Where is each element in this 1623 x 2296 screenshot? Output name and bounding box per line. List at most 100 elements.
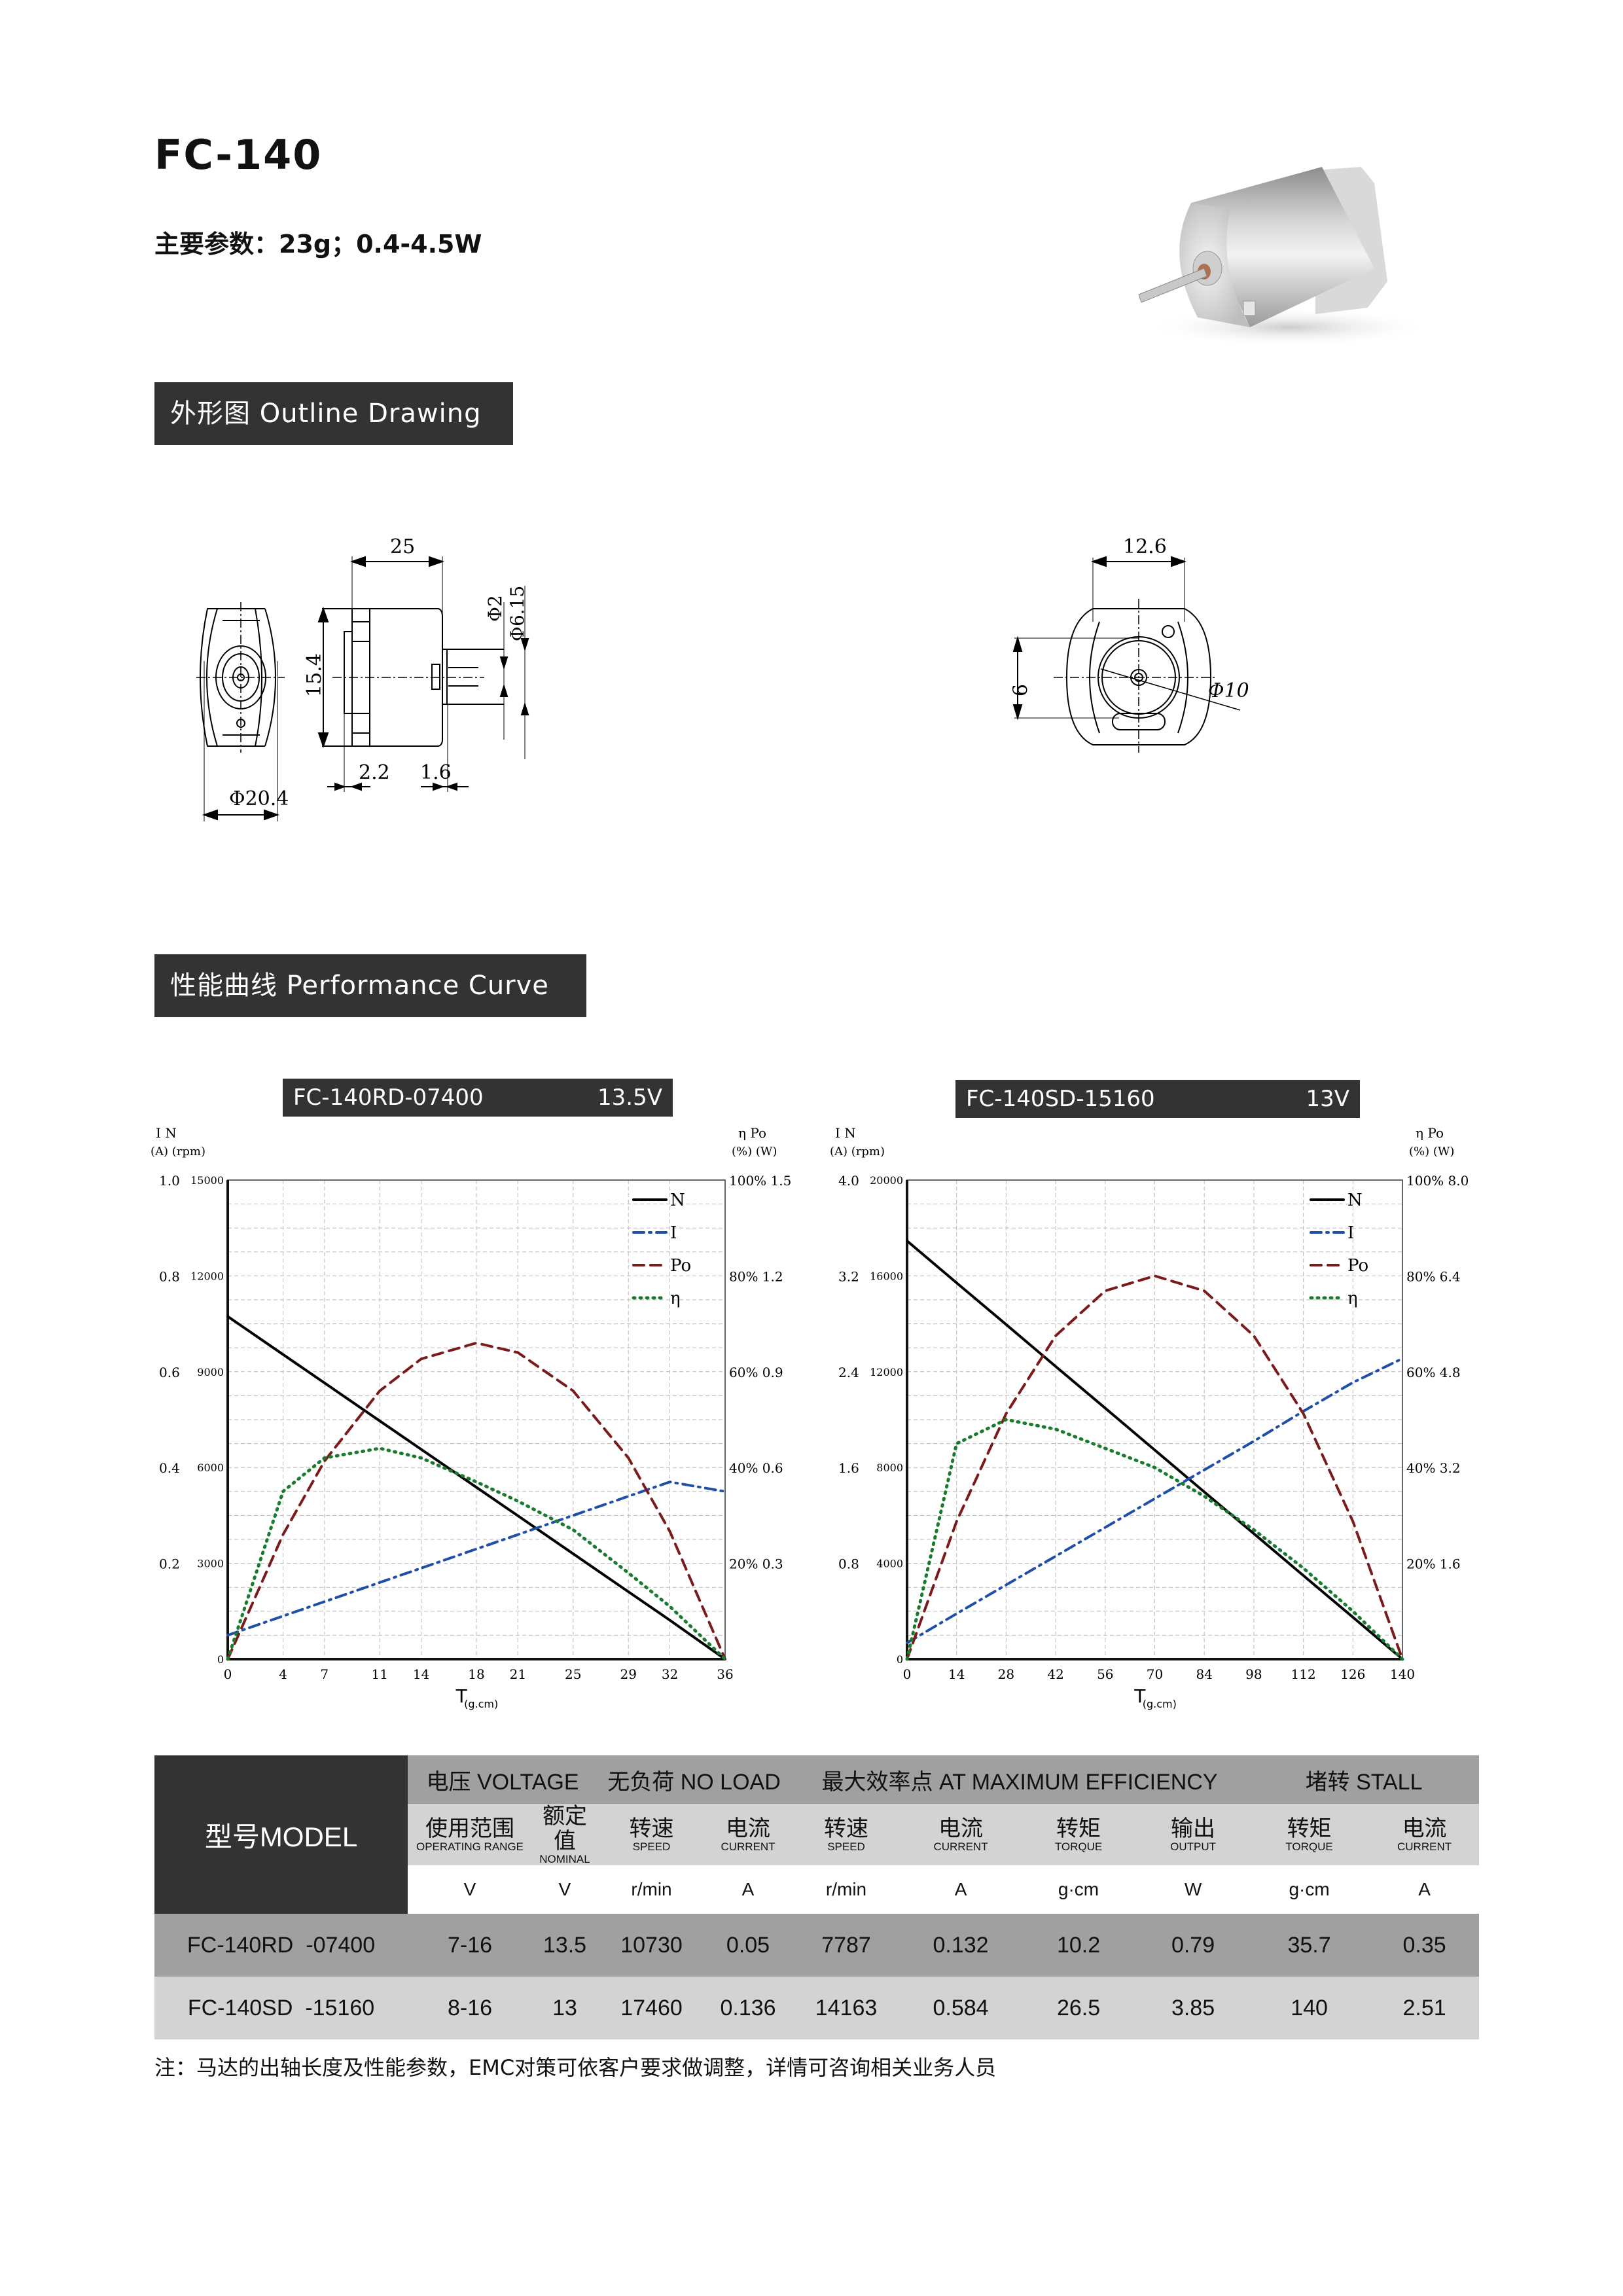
svg-text:4.0: 4.0 xyxy=(838,1173,859,1189)
value-cell: 7787 xyxy=(791,1914,902,1977)
svg-text:56: 56 xyxy=(1097,1666,1113,1682)
svg-text:2.2: 2.2 xyxy=(359,761,390,784)
svg-text:18: 18 xyxy=(468,1666,484,1682)
chart1-header: FC-140RD-07400 13.5V xyxy=(283,1079,673,1117)
rear-view: 12.6 9 Φ10 xyxy=(1007,535,1249,753)
svg-text:32: 32 xyxy=(662,1666,678,1682)
svg-text:9000: 9000 xyxy=(197,1366,224,1378)
svg-text:15000: 15000 xyxy=(190,1174,224,1187)
svg-text:80% 6.4: 80% 6.4 xyxy=(1406,1268,1461,1284)
main-parameters: 主要参数：23g；0.4-4.5W xyxy=(154,230,482,259)
performance-curve-header: 性能曲线 Performance Curve xyxy=(154,954,586,1017)
svg-text:η Po: η Po xyxy=(1416,1125,1444,1141)
svg-text:0: 0 xyxy=(897,1653,903,1666)
svg-text:T: T xyxy=(1133,1685,1146,1707)
svg-text:36: 36 xyxy=(717,1666,733,1682)
svg-text:1.6: 1.6 xyxy=(838,1460,859,1476)
svg-text:(A) (rpm): (A) (rpm) xyxy=(151,1145,205,1158)
column-unit: r/min xyxy=(791,1865,902,1914)
series-η xyxy=(905,1418,1404,1661)
svg-text:I N: I N xyxy=(835,1125,856,1141)
footnote: 注：马达的出轴长度及性能参数，EMC对策可依客户要求做调整，详情可咨询相关业务人… xyxy=(154,2055,997,2080)
svg-text:(g.cm): (g.cm) xyxy=(464,1698,498,1710)
svg-text:I N: I N xyxy=(156,1125,177,1141)
svg-text:42: 42 xyxy=(1047,1666,1063,1682)
svg-text:Φ2: Φ2 xyxy=(484,595,506,622)
svg-text:Φ6.15: Φ6.15 xyxy=(507,586,528,641)
svg-text:3000: 3000 xyxy=(197,1558,224,1570)
svg-text:0.4: 0.4 xyxy=(159,1460,180,1476)
value-cell: 0.05 xyxy=(705,1914,791,1977)
column-unit: A xyxy=(705,1865,791,1914)
series-I xyxy=(906,1357,1404,1645)
svg-text:9: 9 xyxy=(1007,684,1030,696)
svg-text:1.0: 1.0 xyxy=(159,1173,180,1189)
svg-text:100% 1.5: 100% 1.5 xyxy=(729,1173,791,1189)
column-unit: g·cm xyxy=(1020,1865,1138,1914)
value-cell: 140 xyxy=(1249,1977,1370,2039)
column-header-en: CURRENT xyxy=(721,1840,776,1853)
svg-text:T: T xyxy=(455,1685,468,1707)
svg-text:14: 14 xyxy=(413,1666,429,1682)
svg-text:(g.cm): (g.cm) xyxy=(1143,1698,1177,1710)
svg-text:(A) (rpm): (A) (rpm) xyxy=(830,1145,885,1158)
svg-text:7: 7 xyxy=(320,1666,329,1682)
svg-text:25: 25 xyxy=(390,535,415,558)
side-view: 25 15.4 2.2 1.6 Φ2 Φ6.15 xyxy=(303,535,529,792)
series-N xyxy=(226,1315,726,1660)
spec-table: 型号MODEL 电压 VOLTAGE 无负荷 NO LOAD 最大效率点 AT … xyxy=(154,1755,1480,2039)
value-cell: 10730 xyxy=(597,1914,706,1977)
column-unit: V xyxy=(408,1865,532,1914)
series-Po xyxy=(226,1341,726,1660)
column-unit: W xyxy=(1137,1865,1249,1914)
svg-text:15.4: 15.4 xyxy=(303,653,326,697)
value-cell: 10.2 xyxy=(1020,1914,1138,1977)
series-N xyxy=(906,1239,1404,1660)
series-η xyxy=(226,1446,727,1661)
legend-label: η xyxy=(670,1289,681,1308)
svg-text:20% 0.3: 20% 0.3 xyxy=(729,1556,783,1572)
svg-text:2.4: 2.4 xyxy=(838,1365,859,1380)
value-cell: 0.79 xyxy=(1137,1914,1249,1977)
column-header-cn: 电流 xyxy=(726,1816,771,1841)
svg-text:60% 0.9: 60% 0.9 xyxy=(729,1365,783,1380)
column-header-en: CURRENT xyxy=(1397,1840,1452,1853)
svg-text:4000: 4000 xyxy=(876,1558,903,1570)
svg-text:21: 21 xyxy=(510,1666,526,1682)
value-cell: 7-16 xyxy=(408,1914,532,1977)
value-cell: 0.132 xyxy=(902,1914,1020,1977)
front-view: Φ20.4 xyxy=(196,602,289,821)
chart2-header: FC-140SD-15160 13V xyxy=(955,1080,1360,1118)
svg-text:14: 14 xyxy=(948,1666,965,1682)
outline-drawing-header: 外形图 Outline Drawing xyxy=(154,382,513,445)
legend-label: I xyxy=(670,1223,677,1243)
column-header-en: TORQUE xyxy=(1285,1840,1333,1853)
product-title: FC-140 xyxy=(154,131,323,179)
svg-text:29: 29 xyxy=(620,1666,636,1682)
group-max-efficiency: 最大效率点 AT MAXIMUM EFFICIENCY xyxy=(791,1755,1249,1804)
svg-text:12000: 12000 xyxy=(190,1270,224,1282)
legend-label: η xyxy=(1347,1289,1358,1308)
column-header-en: CURRENT xyxy=(933,1840,988,1853)
svg-text:0: 0 xyxy=(217,1653,224,1666)
svg-text:70: 70 xyxy=(1147,1666,1163,1682)
svg-text:0.8: 0.8 xyxy=(838,1556,859,1572)
value-cell: 13 xyxy=(532,1977,598,2039)
outline-drawing: Φ20.4 25 15.4 xyxy=(196,524,1466,851)
column-unit: r/min xyxy=(597,1865,706,1914)
svg-text:0: 0 xyxy=(903,1666,912,1682)
svg-text:4: 4 xyxy=(279,1666,287,1682)
svg-text:16000: 16000 xyxy=(870,1270,903,1282)
column-header-cn: 使用范围 xyxy=(425,1816,514,1841)
svg-text:Φ10: Φ10 xyxy=(1208,679,1249,702)
column-header-en: TORQUE xyxy=(1054,1840,1103,1853)
